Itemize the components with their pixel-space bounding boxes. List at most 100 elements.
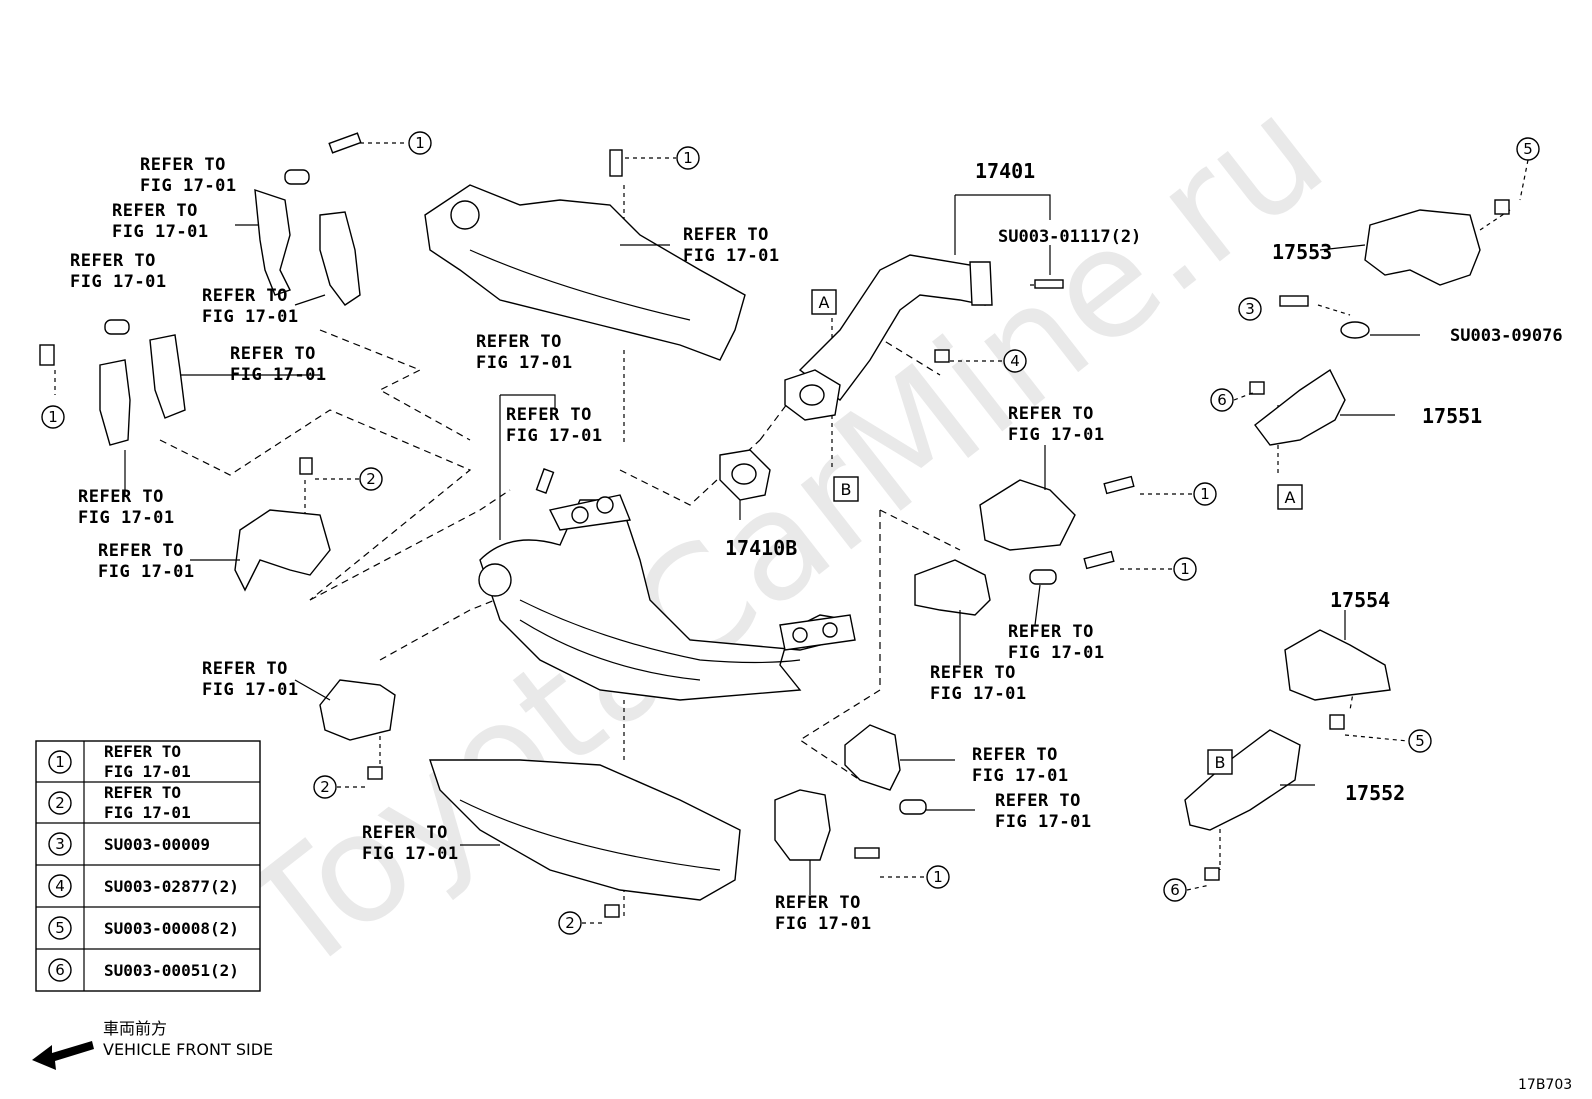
refer-label-10b: FIG 17-01 xyxy=(476,353,573,373)
connector-boxes: A B A B xyxy=(811,289,1303,775)
svg-text:2: 2 xyxy=(366,470,376,488)
code-su003-09076: SU003-09076 xyxy=(1450,326,1563,346)
callout-2: 2 xyxy=(558,911,582,935)
svg-text:B: B xyxy=(841,480,852,499)
svg-text:6: 6 xyxy=(55,961,65,979)
refer-label-13a: REFER TO xyxy=(1008,404,1094,424)
heat-insulators-right xyxy=(1184,209,1481,831)
refer-label-12a: REFER TO xyxy=(683,225,769,245)
svg-text:SU003-00009: SU003-00009 xyxy=(104,835,210,854)
svg-text:4: 4 xyxy=(55,877,65,895)
callout-1: 1 xyxy=(1193,482,1217,506)
svg-text:A: A xyxy=(1285,488,1296,507)
part-17401: 17401 xyxy=(975,159,1035,183)
svg-text:5: 5 xyxy=(1523,140,1533,158)
heat-insulators-small xyxy=(99,188,1076,861)
callout-1: 1 xyxy=(408,131,432,155)
svg-text:1: 1 xyxy=(415,134,425,152)
callouts: 1 1 1 2 2 2 4 1 1 1 5 3 6 5 6 xyxy=(41,131,1540,935)
refer-label-13b: FIG 17-01 xyxy=(1008,425,1105,445)
refer-label-18b: FIG 17-01 xyxy=(775,914,872,934)
refer-label-12b: FIG 17-01 xyxy=(683,246,780,266)
svg-text:5: 5 xyxy=(1415,732,1425,750)
refer-label-16a: REFER TO xyxy=(972,745,1058,765)
legend-row-2: 2 REFER TO FIG 17-01 xyxy=(48,783,191,822)
figure-id: 17B703 xyxy=(1518,1077,1572,1093)
callout-6: 6 xyxy=(1163,878,1187,902)
svg-text:3: 3 xyxy=(55,835,65,853)
refer-label-17b: FIG 17-01 xyxy=(995,812,1092,832)
refer-label-14b: FIG 17-01 xyxy=(1008,643,1105,663)
refer-label-14a: REFER TO xyxy=(1008,622,1094,642)
svg-text:1: 1 xyxy=(683,149,693,167)
legend-row-4: 4 SU003-02877(2) xyxy=(48,874,239,898)
refer-label-8b: FIG 17-01 xyxy=(202,680,299,700)
refer-label-9b: FIG 17-01 xyxy=(362,844,459,864)
refer-label-1b: FIG 17-01 xyxy=(140,176,237,196)
refer-label-4b: FIG 17-01 xyxy=(202,307,299,327)
callout-1: 1 xyxy=(926,865,950,889)
callout-3: 3 xyxy=(1238,297,1262,321)
callout-6: 6 xyxy=(1210,388,1234,412)
svg-text:SU003-00051(2): SU003-00051(2) xyxy=(104,961,239,980)
refer-label-11b: FIG 17-01 xyxy=(506,426,603,446)
refer-label-17a: REFER TO xyxy=(995,791,1081,811)
refer-label-7b: FIG 17-01 xyxy=(98,562,195,582)
refer-label-10a: REFER TO xyxy=(476,332,562,352)
exhaust-manifold xyxy=(478,494,856,701)
callout-1: 1 xyxy=(1173,557,1197,581)
legend-table: 1 REFER TO FIG 17-01 2 REFER TO FIG 17-0… xyxy=(35,740,261,992)
refer-label-16b: FIG 17-01 xyxy=(972,766,1069,786)
refer-label-5b: FIG 17-01 xyxy=(230,365,327,385)
legend-row-1: 1 REFER TO FIG 17-01 xyxy=(48,742,191,781)
connector-b: B xyxy=(833,476,859,502)
svg-text:1: 1 xyxy=(1200,485,1210,503)
legend-row-6: 6 SU003-00051(2) xyxy=(48,958,239,982)
refer-label-8a: REFER TO xyxy=(202,659,288,679)
refer-label-3a: REFER TO xyxy=(70,251,156,271)
refer-label-6a: REFER TO xyxy=(78,487,164,507)
svg-text:6: 6 xyxy=(1170,881,1180,899)
svg-text:FIG 17-01: FIG 17-01 xyxy=(104,803,191,822)
fasteners xyxy=(39,132,1510,918)
callout-2: 2 xyxy=(359,467,383,491)
svg-text:SU003-00008(2): SU003-00008(2) xyxy=(104,919,239,938)
refer-label-11a: REFER TO xyxy=(506,405,592,425)
svg-text:B: B xyxy=(1215,753,1226,772)
part-number-labels: 17401 17410B 17553 17551 17554 17552 SU0… xyxy=(725,159,1563,805)
lower-heat-insulator xyxy=(429,759,741,901)
svg-text:3: 3 xyxy=(1245,300,1255,318)
refer-label-2b: FIG 17-01 xyxy=(112,222,209,242)
connector-a: A xyxy=(1277,484,1303,510)
refer-labels: REFER TO FIG 17-01 REFER TO FIG 17-01 RE… xyxy=(70,155,1105,934)
upper-heat-insulator xyxy=(424,184,746,361)
svg-text:1: 1 xyxy=(1180,560,1190,578)
svg-text:6: 6 xyxy=(1217,391,1227,409)
refer-label-6b: FIG 17-01 xyxy=(78,508,175,528)
svg-text:A: A xyxy=(819,293,830,312)
part-17553: 17553 xyxy=(1272,240,1332,264)
part-17554: 17554 xyxy=(1330,588,1390,612)
svg-text:REFER TO: REFER TO xyxy=(104,783,181,802)
svg-text:2: 2 xyxy=(565,914,575,932)
svg-text:5: 5 xyxy=(55,919,65,937)
front-label-en: VEHICLE FRONT SIDE xyxy=(103,1040,273,1059)
callout-1: 1 xyxy=(41,405,65,429)
refer-label-15b: FIG 17-01 xyxy=(930,684,1027,704)
refer-label-2a: REFER TO xyxy=(112,201,198,221)
front-label-jp: 車両前方 xyxy=(103,1019,167,1038)
connector-b: B xyxy=(1207,749,1233,775)
refer-label-7a: REFER TO xyxy=(98,541,184,561)
part-17552: 17552 xyxy=(1345,781,1405,805)
legend-row-3: 3 SU003-00009 xyxy=(48,832,210,856)
refer-label-18a: REFER TO xyxy=(775,893,861,913)
callout-5: 5 xyxy=(1408,729,1432,753)
svg-text:SU003-02877(2): SU003-02877(2) xyxy=(104,877,239,896)
svg-text:4: 4 xyxy=(1010,352,1020,370)
svg-text:1: 1 xyxy=(55,753,65,771)
connector-a: A xyxy=(811,289,837,315)
refer-label-1a: REFER TO xyxy=(140,155,226,175)
part-17551: 17551 xyxy=(1422,404,1482,428)
svg-text:2: 2 xyxy=(55,794,65,812)
front-arrow-icon xyxy=(32,1041,94,1070)
